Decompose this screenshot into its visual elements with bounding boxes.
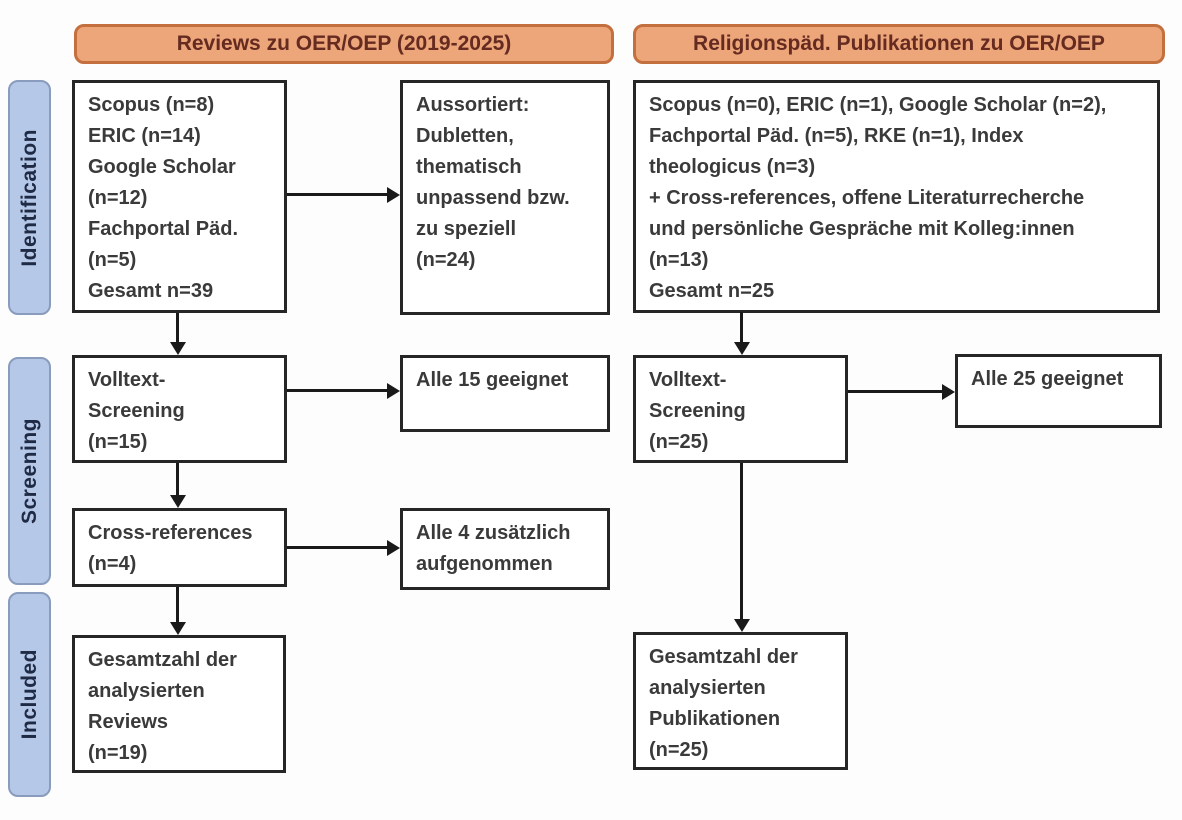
arrow-left-sources-to-excluded	[287, 193, 388, 196]
arrow-right-sources-to-fulltext	[740, 312, 743, 343]
arrow-left-sources-to-fulltext	[176, 313, 179, 343]
box-left-sources: Scopus (n=8) ERIC (n=14) Google Scholar …	[72, 80, 287, 313]
arrow-left-crossref-to-total	[176, 587, 179, 623]
column-header-reviews: Reviews zu OER/OEP (2019-2025)	[74, 24, 614, 64]
box-left-fulltext-result: Alle 15 geeignet	[400, 355, 610, 432]
box-left-crossref-result: Alle 4 zusätzlich aufgenommen	[400, 508, 610, 590]
arrow-right-fulltext-to-total	[740, 463, 743, 620]
arrow-right-fulltext-to-result	[848, 390, 943, 393]
box-right-fulltext-result: Alle 25 geeignet	[955, 354, 1162, 428]
stage-label-included: Included	[17, 649, 41, 740]
box-left-excluded: Aussortiert: Dubletten, thematisch unpas…	[400, 80, 610, 315]
column-header-religionspaed: Religionspäd. Publikationen zu OER/OEP	[633, 24, 1165, 64]
box-right-sources: Scopus (n=0), ERIC (n=1), Google Scholar…	[633, 80, 1160, 313]
box-left-fulltext-screening: Volltext- Screening (n=15)	[72, 355, 287, 463]
stage-rail-identification: Identification	[8, 80, 51, 315]
arrow-left-fulltext-to-crossref	[176, 463, 179, 496]
box-right-fulltext-screening: Volltext- Screening (n=25)	[633, 355, 848, 463]
box-left-crossreferences: Cross-references (n=4)	[72, 508, 287, 587]
arrow-left-fulltext-to-result	[287, 389, 388, 392]
stage-label-screening: Screening	[17, 417, 41, 525]
box-right-included-total: Gesamtzahl der analysierten Publikatione…	[633, 632, 848, 770]
arrow-left-crossref-to-result	[287, 546, 388, 549]
box-left-included-total: Gesamtzahl der analysierten Reviews (n=1…	[72, 635, 286, 773]
stage-rail-screening: Screening	[8, 357, 51, 585]
stage-rail-included: Included	[8, 592, 51, 797]
stage-label-identification: Identification	[17, 128, 41, 267]
